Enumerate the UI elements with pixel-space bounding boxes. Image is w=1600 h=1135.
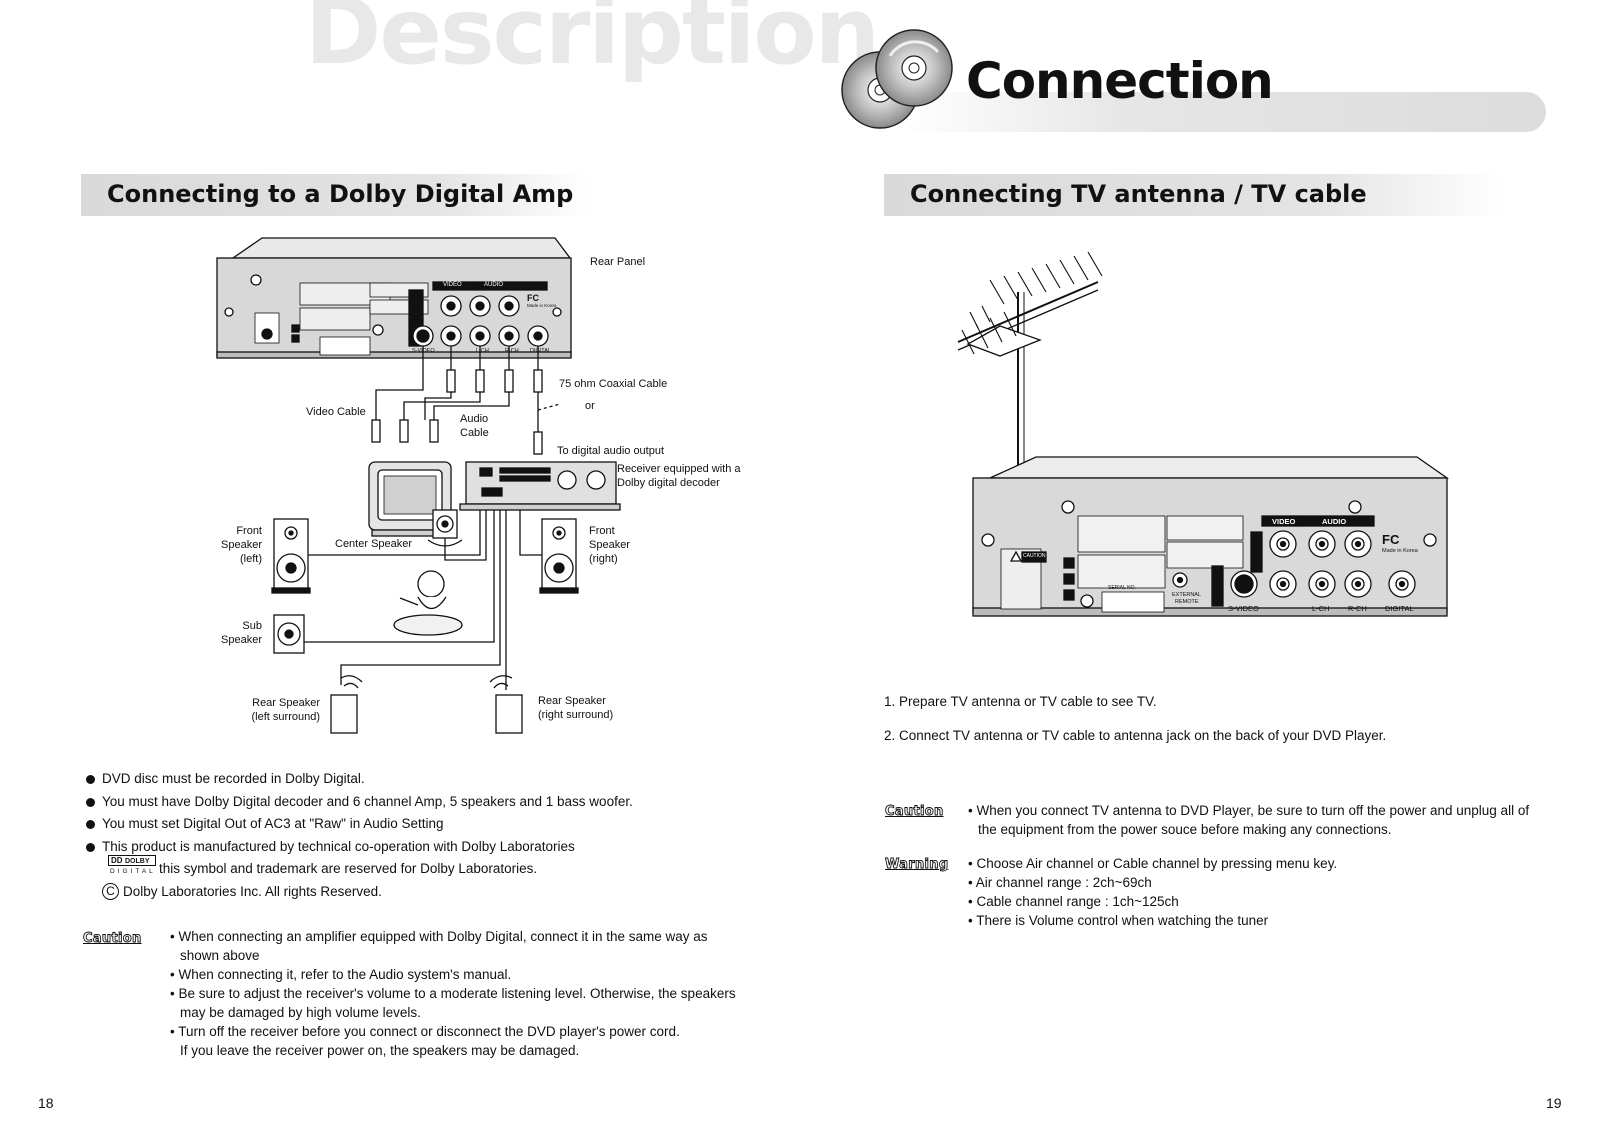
list-item: You must have Dolby Digital decoder and … bbox=[86, 791, 766, 814]
ghost-page-title: Description bbox=[305, 0, 880, 85]
step-item: 2. Connect TV antenna or TV cable to ant… bbox=[884, 728, 1387, 743]
caution-notes-left: • When connecting an amplifier equipped … bbox=[170, 927, 736, 1060]
panel-made-in-right: Made in Korea bbox=[1382, 548, 1418, 554]
label-audio-cable-2: Cable bbox=[460, 427, 489, 439]
panel-video-label-right: VIDEO bbox=[1272, 517, 1296, 526]
title-bar bbox=[900, 92, 1546, 132]
label-rear-left-1: Rear Speaker bbox=[252, 697, 320, 709]
copyright-icon: C bbox=[102, 883, 119, 901]
list-item: You must set Digital Out of AC3 at "Raw"… bbox=[86, 813, 766, 836]
panel-rch-label-right: R-CH bbox=[1348, 604, 1367, 613]
caution-note: • Turn off the receiver before you conne… bbox=[170, 1024, 680, 1039]
caution-note: • When connecting an amplifier equipped … bbox=[170, 929, 708, 944]
copyright-line: Dolby Laboratories Inc. All rights Reser… bbox=[123, 883, 382, 899]
panel-video-label: VIDEO bbox=[443, 282, 462, 288]
antenna-connection-diagram bbox=[957, 251, 1450, 617]
panel-svideo-label-right: S-VIDEO bbox=[1228, 604, 1259, 613]
label-sub-1: Sub bbox=[242, 620, 262, 632]
caution-note: • When you connect TV antenna to DVD Pla… bbox=[968, 803, 1530, 818]
panel-digital-label-right: DIGITAL bbox=[1385, 604, 1414, 613]
label-rear-left-2: (left surround) bbox=[251, 711, 320, 723]
page-title: Connection bbox=[966, 52, 1274, 110]
panel-lch-label: L-CH bbox=[476, 348, 489, 354]
label-front-right-3: (right) bbox=[589, 553, 618, 565]
dolby-logo-mark: DOLBY bbox=[125, 857, 150, 865]
double-d-icon: DD bbox=[111, 856, 123, 865]
panel-ext-remote-2: REMOTE bbox=[1175, 599, 1199, 605]
label-center-speaker: Center Speaker bbox=[335, 538, 413, 550]
warning-note: • Air channel range : 2ch~69ch bbox=[968, 875, 1152, 890]
label-digital-output: To digital audio output bbox=[557, 445, 665, 457]
caution-note: the equipment from the power souce befor… bbox=[978, 822, 1392, 837]
warning-note: • Cable channel range : 1ch~125ch bbox=[968, 894, 1179, 909]
section-title-antenna: Connecting TV antenna / TV cable bbox=[910, 180, 1367, 208]
label-front-left-2: Speaker bbox=[221, 539, 262, 551]
fcc-logo-right: FC bbox=[1382, 532, 1400, 547]
antenna-steps: 1. Prepare TV antenna or TV cable to see… bbox=[884, 692, 1386, 760]
caution-label-left: Caution bbox=[83, 931, 142, 947]
dolby-logo-box: DD DOLBY bbox=[108, 855, 156, 866]
trademark-line: this symbol and trademark are reserved f… bbox=[159, 861, 538, 876]
dolby-logo-sub: DIGITAL bbox=[110, 868, 156, 875]
caution-note: may be damaged by high volume levels. bbox=[180, 1005, 421, 1020]
panel-ext-remote-1: EXTERNAL bbox=[1172, 592, 1202, 598]
label-video-cable: Video Cable bbox=[306, 406, 366, 418]
label-receiver-1: Receiver equipped with a bbox=[617, 463, 741, 475]
label-rear-panel: Rear Panel bbox=[590, 256, 646, 268]
label-front-left-1: Front bbox=[236, 525, 262, 537]
warning-note: • Choose Air channel or Cable channel by… bbox=[968, 856, 1338, 871]
warning-note: • There is Volume control when watching … bbox=[968, 913, 1269, 928]
label-rear-right-2: (right surround) bbox=[538, 709, 614, 721]
label-audio-cable-1: Audio bbox=[460, 413, 489, 425]
label-front-right-2: Speaker bbox=[589, 539, 630, 551]
caution-note: • Be sure to adjust the receiver's volum… bbox=[170, 986, 736, 1001]
label-receiver-2: Dolby digital decoder bbox=[617, 477, 720, 489]
warning-label: Warning bbox=[885, 857, 949, 873]
label-front-left-3: (left) bbox=[240, 553, 262, 565]
panel-made-in: Made in Korea bbox=[527, 303, 557, 308]
section-header-antenna: Connecting TV antenna / TV cable bbox=[884, 174, 1504, 216]
dolby-connection-diagram bbox=[216, 237, 621, 734]
disc-icon bbox=[841, 29, 953, 129]
label-front-right-1: Front bbox=[589, 525, 615, 537]
caution-notes-right: • When you connect TV antenna to DVD Pla… bbox=[968, 801, 1529, 839]
panel-lch-label-right: L-CH bbox=[1312, 604, 1330, 613]
panel-audio-label: AUDIO bbox=[484, 282, 504, 288]
dolby-requirements-list: DVD disc must be recorded in Dolby Digit… bbox=[86, 768, 766, 903]
caution-note: shown above bbox=[180, 948, 260, 963]
warning-notes: • Choose Air channel or Cable channel by… bbox=[968, 854, 1337, 930]
panel-serial-right: SERIAL NO. bbox=[1108, 585, 1136, 591]
section-header-dolby: Connecting to a Dolby Digital Amp bbox=[81, 174, 591, 216]
panel-caution-right: CAUTION bbox=[1023, 553, 1046, 559]
label-or: or bbox=[585, 400, 595, 412]
section-title-dolby: Connecting to a Dolby Digital Amp bbox=[107, 180, 574, 208]
caution-note: If you leave the receiver power on, the … bbox=[180, 1043, 580, 1058]
label-rear-right-1: Rear Speaker bbox=[538, 695, 606, 707]
panel-rch-label: R-CH bbox=[505, 348, 519, 354]
step-item: 1. Prepare TV antenna or TV cable to see… bbox=[884, 694, 1157, 709]
panel-digital-label: DIGITAL bbox=[530, 348, 551, 354]
page-number-right: 19 bbox=[1546, 1095, 1562, 1111]
list-item: DVD disc must be recorded in Dolby Digit… bbox=[86, 768, 766, 791]
panel-svideo-label: S-VIDEO bbox=[412, 348, 435, 354]
caution-note: • When connecting it, refer to the Audio… bbox=[170, 967, 512, 982]
dolby-digital-logo: DD DOLBY DIGITAL bbox=[108, 855, 156, 877]
label-sub-2: Speaker bbox=[221, 634, 262, 646]
list-item: This product is manufactured by technica… bbox=[86, 836, 766, 859]
caution-label-right: Caution bbox=[885, 804, 944, 820]
label-coax-cable: 75 ohm Coaxial Cable bbox=[559, 378, 668, 390]
fcc-logo: FC bbox=[527, 293, 539, 303]
page-number-left: 18 bbox=[38, 1095, 54, 1111]
panel-audio-label-right: AUDIO bbox=[1322, 517, 1347, 526]
